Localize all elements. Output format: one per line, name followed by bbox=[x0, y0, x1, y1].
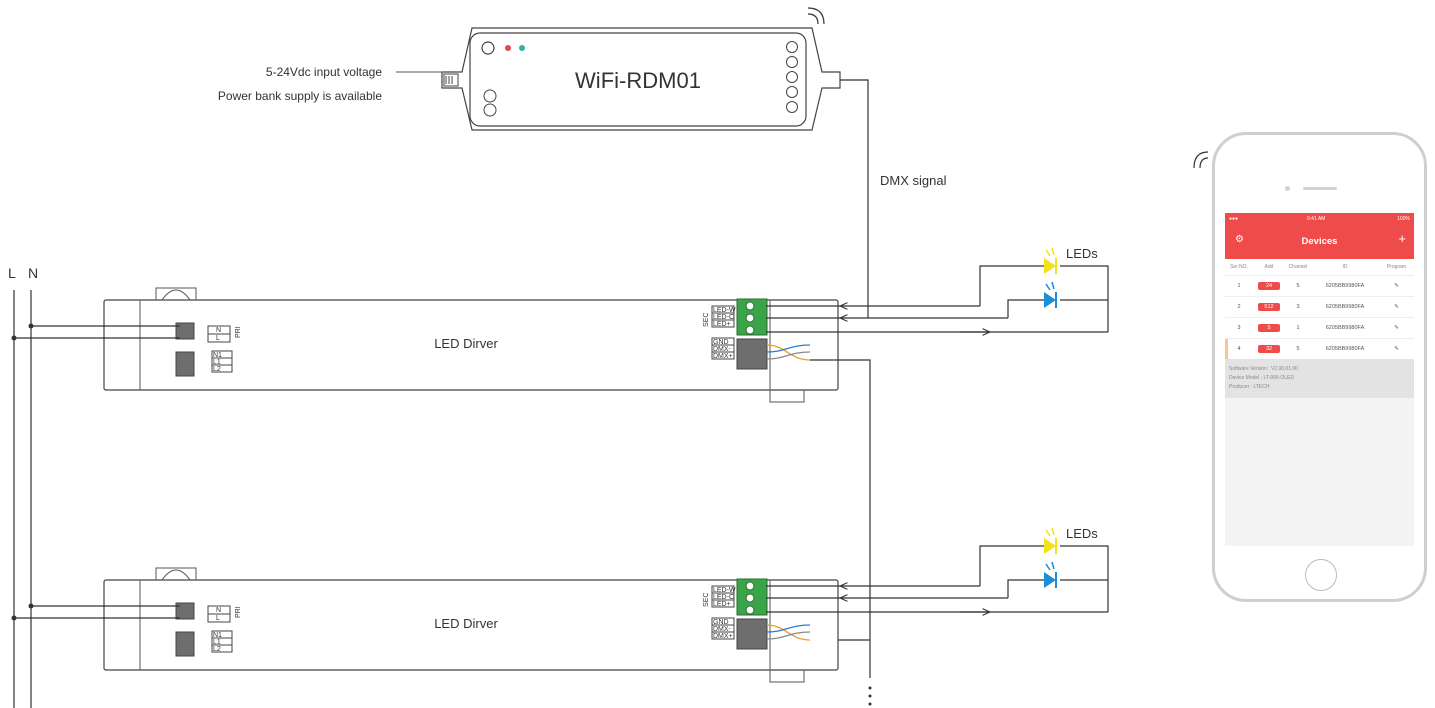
row-id: 6205BB9980FA bbox=[1325, 346, 1365, 352]
edit-icon[interactable]: ✎ bbox=[1394, 346, 1399, 352]
software-version: Software Version : V2.00.01.00 bbox=[1229, 366, 1298, 372]
col-id[interactable]: ID bbox=[1342, 264, 1348, 270]
dim-n1-terminal: N1 bbox=[213, 632, 222, 639]
sec-ledw-terminal: LED-W bbox=[713, 307, 736, 314]
status-time: 9:41 AM bbox=[1307, 216, 1326, 222]
dim-l2-terminal: L2 bbox=[213, 366, 221, 373]
pri-label: PRI bbox=[235, 606, 242, 618]
row-serial: 2 bbox=[1237, 304, 1241, 310]
row-serial: 4 bbox=[1237, 346, 1241, 352]
led-driver-1: N L N1 L1 L2 PRI LED Dirver LED-W LED-C … bbox=[103, 287, 839, 403]
edit-icon[interactable]: ✎ bbox=[1394, 283, 1399, 289]
edit-icon[interactable]: ✎ bbox=[1394, 304, 1399, 310]
edit-icon[interactable]: ✎ bbox=[1394, 325, 1399, 331]
sec-label: SEC bbox=[703, 593, 710, 607]
dim-l1-terminal: L1 bbox=[213, 359, 221, 366]
dmx-minus-terminal: DMX- bbox=[713, 626, 732, 633]
speaker-grille bbox=[1303, 187, 1337, 190]
row-id: 6205BB9980FA bbox=[1325, 325, 1365, 331]
row-serial: 3 bbox=[1237, 325, 1241, 331]
pri-label: PRI bbox=[235, 326, 242, 338]
pri-l-terminal: L bbox=[216, 335, 220, 342]
gear-icon[interactable]: ⚙ bbox=[1235, 234, 1244, 245]
leds-label-1: LEDs bbox=[1066, 246, 1098, 261]
plus-icon[interactable]: + bbox=[1398, 231, 1406, 246]
pri-l-terminal: L bbox=[216, 615, 220, 622]
pri-n-terminal: N bbox=[216, 607, 221, 614]
sec-ledplus-terminal: LED+ bbox=[713, 601, 731, 608]
app-screen: ●●● 9:41 AM 100% ⚙ Devices + Ser.NO. Add… bbox=[1225, 213, 1414, 546]
row-serial: 1 bbox=[1237, 283, 1241, 289]
led-driver-2: N L N1 L1 L2 PRI LED Dirver LED-W LED-C … bbox=[103, 567, 839, 683]
dmx-plus-terminal: DMX+ bbox=[713, 633, 733, 640]
table-row[interactable]: 3 5 1 6205BB9980FA ✎ bbox=[1225, 317, 1414, 338]
input-voltage-label: 5-24Vdc input voltage bbox=[266, 65, 382, 79]
cool-led-icon bbox=[1044, 281, 1057, 308]
device-info: Software Version : V2.00.01.00 Device Mo… bbox=[1225, 359, 1414, 398]
wifi-icon bbox=[1199, 157, 1209, 169]
wifi-icon bbox=[807, 13, 819, 25]
col-channel[interactable]: Channel bbox=[1288, 264, 1308, 270]
cool-led-icon bbox=[1044, 561, 1057, 588]
table-header: Ser.NO. Add Channel ID Program bbox=[1225, 259, 1414, 275]
smartphone: ●●● 9:41 AM 100% ⚙ Devices + Ser.NO. Add… bbox=[1212, 132, 1427, 602]
driver-1-name: LED Dirver bbox=[434, 336, 498, 351]
driver-2-name: LED Dirver bbox=[434, 616, 498, 631]
dim-l1-terminal: L1 bbox=[213, 639, 221, 646]
sec-ledw-terminal: LED-W bbox=[713, 587, 736, 594]
camera-icon bbox=[1285, 186, 1290, 191]
dmx-plus-terminal: DMX+ bbox=[713, 353, 733, 360]
dmx-gnd-terminal: GND bbox=[713, 619, 729, 626]
signal-icon: ●●● bbox=[1229, 216, 1239, 222]
col-add[interactable]: Add bbox=[1264, 264, 1274, 270]
mains-n-label: N bbox=[28, 265, 38, 281]
warm-led-icon bbox=[1044, 247, 1057, 274]
row-channel: 5 bbox=[1296, 283, 1300, 289]
power-bank-label: Power bank supply is available bbox=[218, 89, 382, 103]
status-bar: ●●● 9:41 AM 100% bbox=[1225, 213, 1414, 225]
producer: Producer : LTECH bbox=[1229, 384, 1270, 390]
dmx-signal-wire bbox=[840, 79, 869, 300]
dmx-gnd-terminal: GND bbox=[713, 339, 729, 346]
sec-ledplus-terminal: LED+ bbox=[713, 321, 731, 328]
status-battery: 100% bbox=[1397, 216, 1410, 222]
sec-ledc-terminal: LED-C bbox=[713, 594, 734, 601]
home-button[interactable] bbox=[1305, 559, 1337, 591]
button-icon bbox=[481, 41, 495, 55]
row-id: 6205BB9980FA bbox=[1325, 304, 1365, 310]
row-channel: 5 bbox=[1296, 346, 1300, 352]
dim-n1-terminal: N1 bbox=[213, 352, 222, 359]
sec-ledc-terminal: LED-C bbox=[713, 314, 734, 321]
app-title: Devices bbox=[1301, 236, 1338, 247]
app-header: ●●● 9:41 AM 100% ⚙ Devices + bbox=[1225, 213, 1414, 259]
row-channel: 1 bbox=[1296, 325, 1300, 331]
address-badge[interactable]: 5 bbox=[1258, 324, 1280, 332]
col-serial[interactable]: Ser.NO. bbox=[1230, 264, 1248, 270]
dim-l2-terminal: L2 bbox=[213, 646, 221, 653]
table-row[interactable]: 4 32 5 6205BB9980FA ✎ bbox=[1225, 338, 1414, 359]
dmx-signal-label: DMX signal bbox=[880, 173, 947, 188]
row-channel: 3 bbox=[1296, 304, 1300, 310]
address-badge[interactable]: 512 bbox=[1258, 303, 1280, 311]
controller-name: WiFi-RDM01 bbox=[575, 68, 701, 93]
table-row[interactable]: 1 24 5 6205BB9980FA ✎ bbox=[1225, 275, 1414, 296]
sec-label: SEC bbox=[703, 313, 710, 327]
col-program[interactable]: Program bbox=[1386, 264, 1407, 270]
address-badge[interactable]: 32 bbox=[1258, 345, 1280, 353]
table-row[interactable]: 2 512 3 6205BB9980FA ✎ bbox=[1225, 296, 1414, 317]
row-id: 6205BB9980FA bbox=[1325, 283, 1365, 289]
red-indicator-icon bbox=[505, 45, 511, 51]
device-model: Device Model : LT-995-OLED bbox=[1229, 375, 1294, 381]
warm-led-icon bbox=[1044, 527, 1057, 554]
pri-n-terminal: N bbox=[216, 327, 221, 334]
teal-indicator-icon bbox=[519, 45, 525, 51]
dmx-minus-terminal: DMX- bbox=[713, 346, 732, 353]
mains-l-label: L bbox=[8, 265, 16, 281]
leds-label-2: LEDs bbox=[1066, 526, 1098, 541]
controller-wifi-rdm01: WiFi-RDM01 bbox=[396, 7, 841, 131]
address-badge[interactable]: 24 bbox=[1258, 282, 1280, 290]
